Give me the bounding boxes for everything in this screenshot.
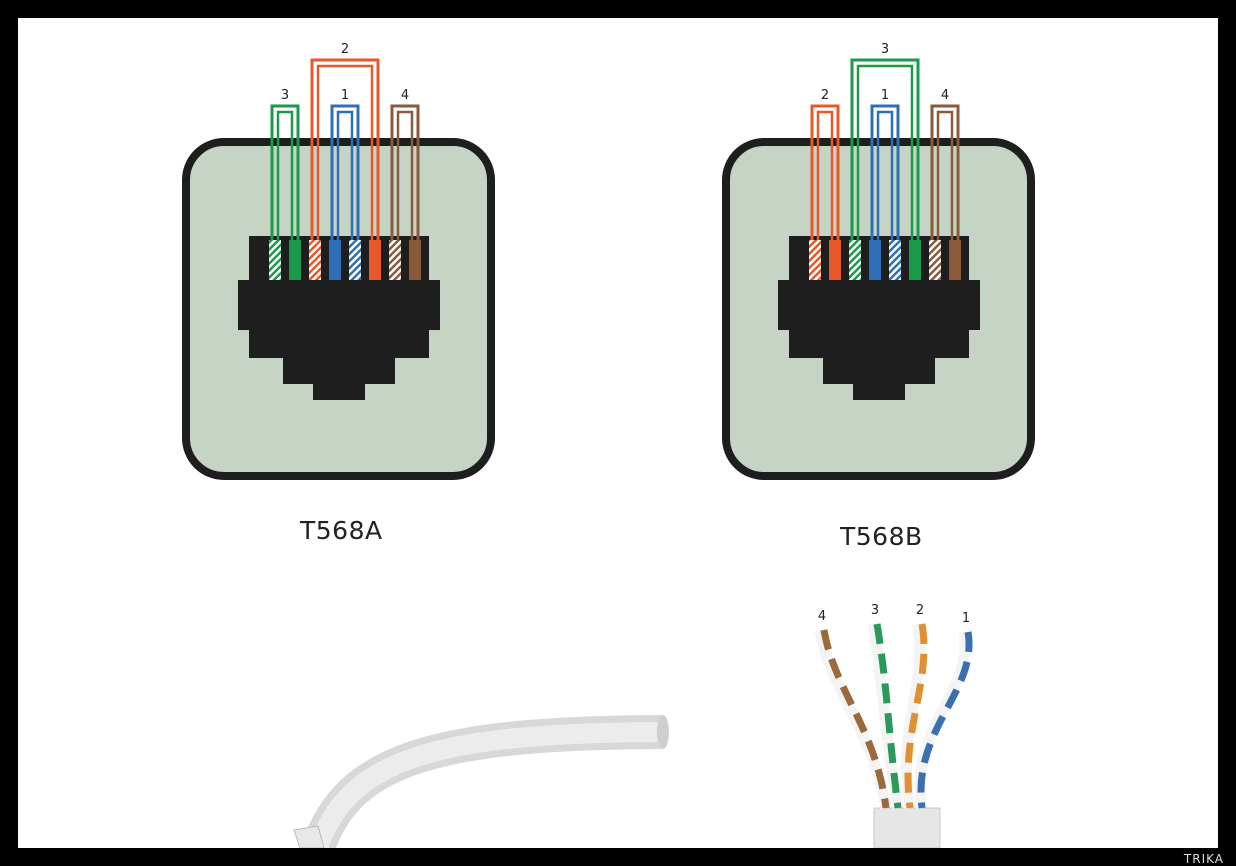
- pair-number: 3: [881, 42, 889, 57]
- pin-4-blue: [869, 240, 881, 280]
- pair-loop: [310, 58, 380, 240]
- pair-number: 3: [281, 88, 289, 103]
- cable-pair-number: 4: [818, 609, 826, 624]
- cable-pair-number: 1: [962, 611, 970, 626]
- pair-loop-inner: [936, 110, 954, 240]
- wire-color: [917, 631, 973, 809]
- pin-5-white-blue: [349, 240, 361, 280]
- wire-color: [820, 629, 890, 809]
- pair-number: 4: [941, 88, 949, 103]
- pair-number: 1: [341, 88, 349, 103]
- pair-number: 2: [821, 88, 829, 103]
- pair-number: 2: [341, 42, 349, 57]
- wire-color: [873, 623, 902, 809]
- pair-loop: [390, 104, 420, 240]
- twisted-pair-2: 2: [900, 603, 928, 809]
- pin-2-green: [289, 240, 301, 280]
- pin-6-green: [909, 240, 921, 280]
- pair-loop: [850, 58, 920, 240]
- pin-4-blue: [329, 240, 341, 280]
- pair-loop: [270, 104, 300, 240]
- twisted-pair-1: 1: [914, 611, 973, 809]
- pin-7-white-brown: [389, 240, 401, 280]
- pair-loop-inner: [276, 110, 294, 240]
- twisted-pair-3: 3: [867, 603, 904, 809]
- pair-loop-inner: [856, 64, 914, 240]
- jack-label-t568a: T568A: [300, 516, 383, 545]
- pin-8-brown: [409, 240, 421, 280]
- pair-loop: [870, 104, 900, 240]
- pair-loop-inner: [816, 110, 834, 240]
- pair-loop-inner: [876, 110, 894, 240]
- pin-7-white-brown: [929, 240, 941, 280]
- rj45-jack-t568b: 2 3 1 4: [722, 42, 1035, 480]
- pair-loop-inner: [316, 64, 374, 240]
- pin-3-white-green: [849, 240, 861, 280]
- pin-3-white-orange: [309, 240, 321, 280]
- pair-loop: [930, 104, 960, 240]
- pin-1-white-green: [269, 240, 281, 280]
- pair-loop-inner: [336, 110, 354, 240]
- pair-number: 4: [401, 88, 409, 103]
- pin-5-white-blue: [889, 240, 901, 280]
- cable-end: [657, 715, 669, 749]
- pin-2-orange: [829, 240, 841, 280]
- cable-pair-number: 3: [871, 603, 879, 618]
- wire-color: [904, 623, 928, 809]
- rj45-jack-t568a: 3 2 1 4: [182, 42, 495, 480]
- cable-jacket-highlight: [308, 722, 664, 848]
- twisted-pair-cable: 4 3 2 1: [293, 603, 973, 848]
- pair-loop-inner: [396, 110, 414, 240]
- pair-loop: [810, 104, 840, 240]
- diagram-canvas: 3 2 1 4 2 3 1 4 4 3 2 1 T568A T568B: [18, 18, 1218, 848]
- pin-6-orange: [369, 240, 381, 280]
- cable-sheath: [873, 807, 941, 848]
- cable-pair-number: 2: [916, 603, 924, 618]
- pin-1-white-orange: [809, 240, 821, 280]
- pair-loop: [330, 104, 360, 240]
- twisted-pair-4: 4: [814, 609, 892, 809]
- watermark-text: TRIKA: [1183, 852, 1224, 866]
- jack-label-t568b: T568B: [840, 522, 923, 551]
- connector-edge: [293, 825, 325, 848]
- wiring-diagram: 3 2 1 4 2 3 1 4 4 3 2 1: [182, 42, 1035, 848]
- pin-8-brown: [949, 240, 961, 280]
- pair-number: 1: [881, 88, 889, 103]
